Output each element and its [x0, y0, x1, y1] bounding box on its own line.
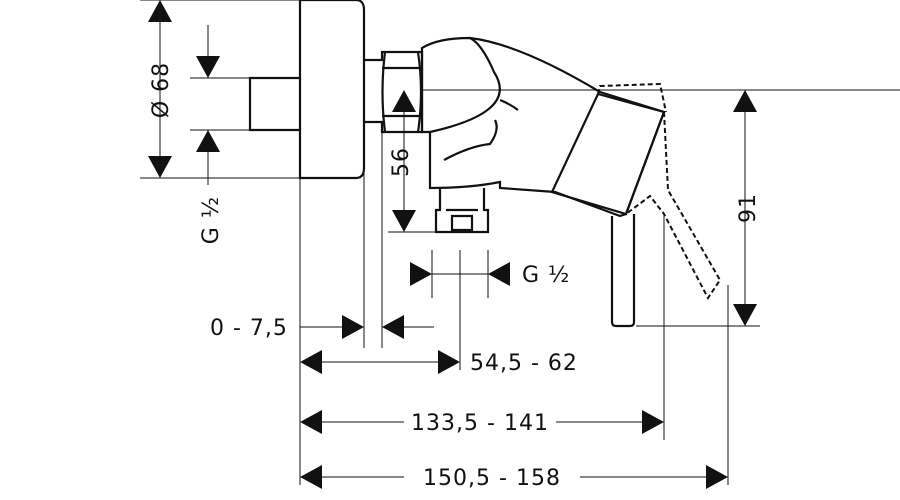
dim-height-56 — [392, 90, 416, 232]
bottom-outlet — [434, 188, 490, 234]
label-outlet-distance: 54,5 - 62 — [470, 351, 578, 376]
dim-total-distance — [300, 465, 728, 489]
lever-alternate-position — [597, 82, 722, 300]
dim-outlet-distance — [300, 350, 460, 374]
dim-lever-distance — [300, 410, 664, 434]
label-thread-left: G ½ — [199, 196, 224, 244]
label-lever-distance: 133,5 - 141 — [411, 411, 549, 436]
valve-dome — [429, 37, 501, 134]
label-total-distance: 150,5 - 158 — [423, 466, 561, 491]
dim-height-91 — [733, 90, 757, 326]
lever-hub — [550, 92, 666, 216]
label-offset: 0 - 7,5 — [210, 316, 288, 341]
mixer-body — [248, 0, 666, 328]
dim-thread-left — [196, 25, 220, 185]
label-height-56: 56 — [389, 147, 414, 177]
dim-diameter — [148, 0, 172, 178]
dim-offset — [300, 315, 434, 339]
connector-nut — [364, 50, 424, 134]
lever-handle — [610, 214, 636, 328]
wall-flange — [298, 0, 366, 180]
label-height-91: 91 — [736, 193, 761, 223]
label-thread-bottom: G ½ — [522, 263, 570, 288]
dim-thread-bottom — [410, 262, 510, 286]
label-diameter: Ø 68 — [149, 62, 174, 118]
inlet-pipe — [248, 76, 300, 132]
valve-body — [420, 36, 666, 218]
